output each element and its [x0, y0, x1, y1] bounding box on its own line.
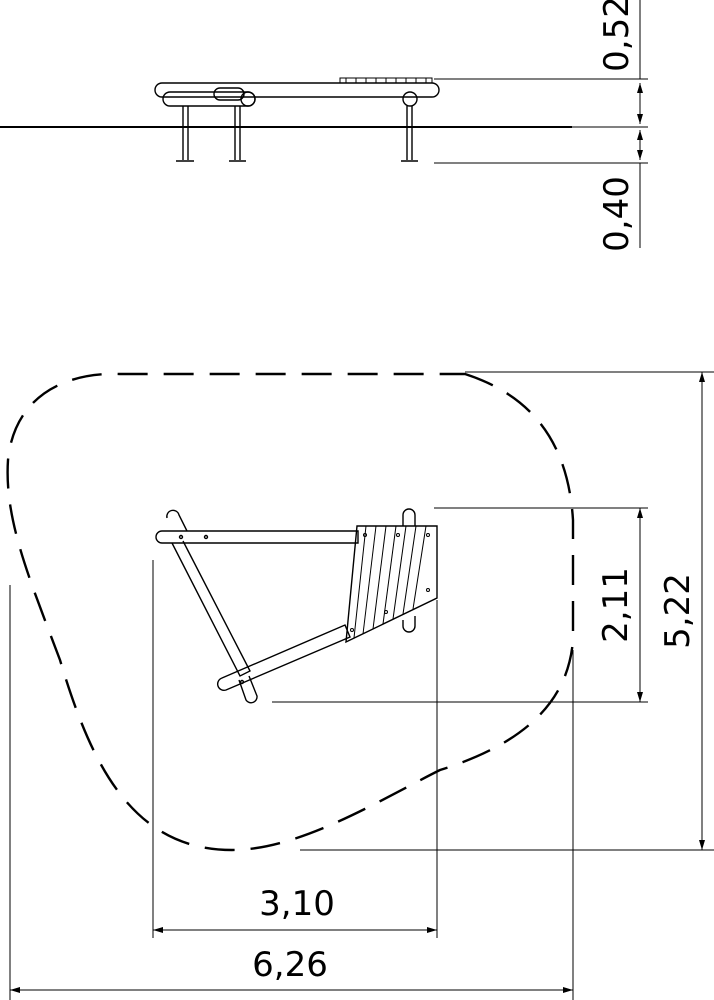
dim-safety-width: 6,26 — [252, 945, 328, 985]
dim-height-above: 0,52 — [597, 0, 637, 72]
post-cap-right — [402, 91, 418, 107]
top-rail — [154, 82, 440, 98]
dim-depth-below: 0,40 — [597, 176, 637, 252]
side-elevation: 0,52 0,40 — [0, 0, 648, 252]
lower-beam — [216, 624, 351, 692]
plan-view: 2,11 5,22 3,10 6,26 — [6, 371, 714, 1000]
diagonal-beam-left — [171, 540, 251, 677]
safety-zone-outline — [6, 372, 575, 852]
top-beam — [155, 530, 359, 544]
platform-deck — [345, 525, 438, 644]
dim-equipment-width: 3,10 — [259, 884, 335, 924]
dim-equipment-depth: 2,11 — [596, 567, 636, 643]
dim-safety-depth: 5,22 — [658, 573, 698, 649]
